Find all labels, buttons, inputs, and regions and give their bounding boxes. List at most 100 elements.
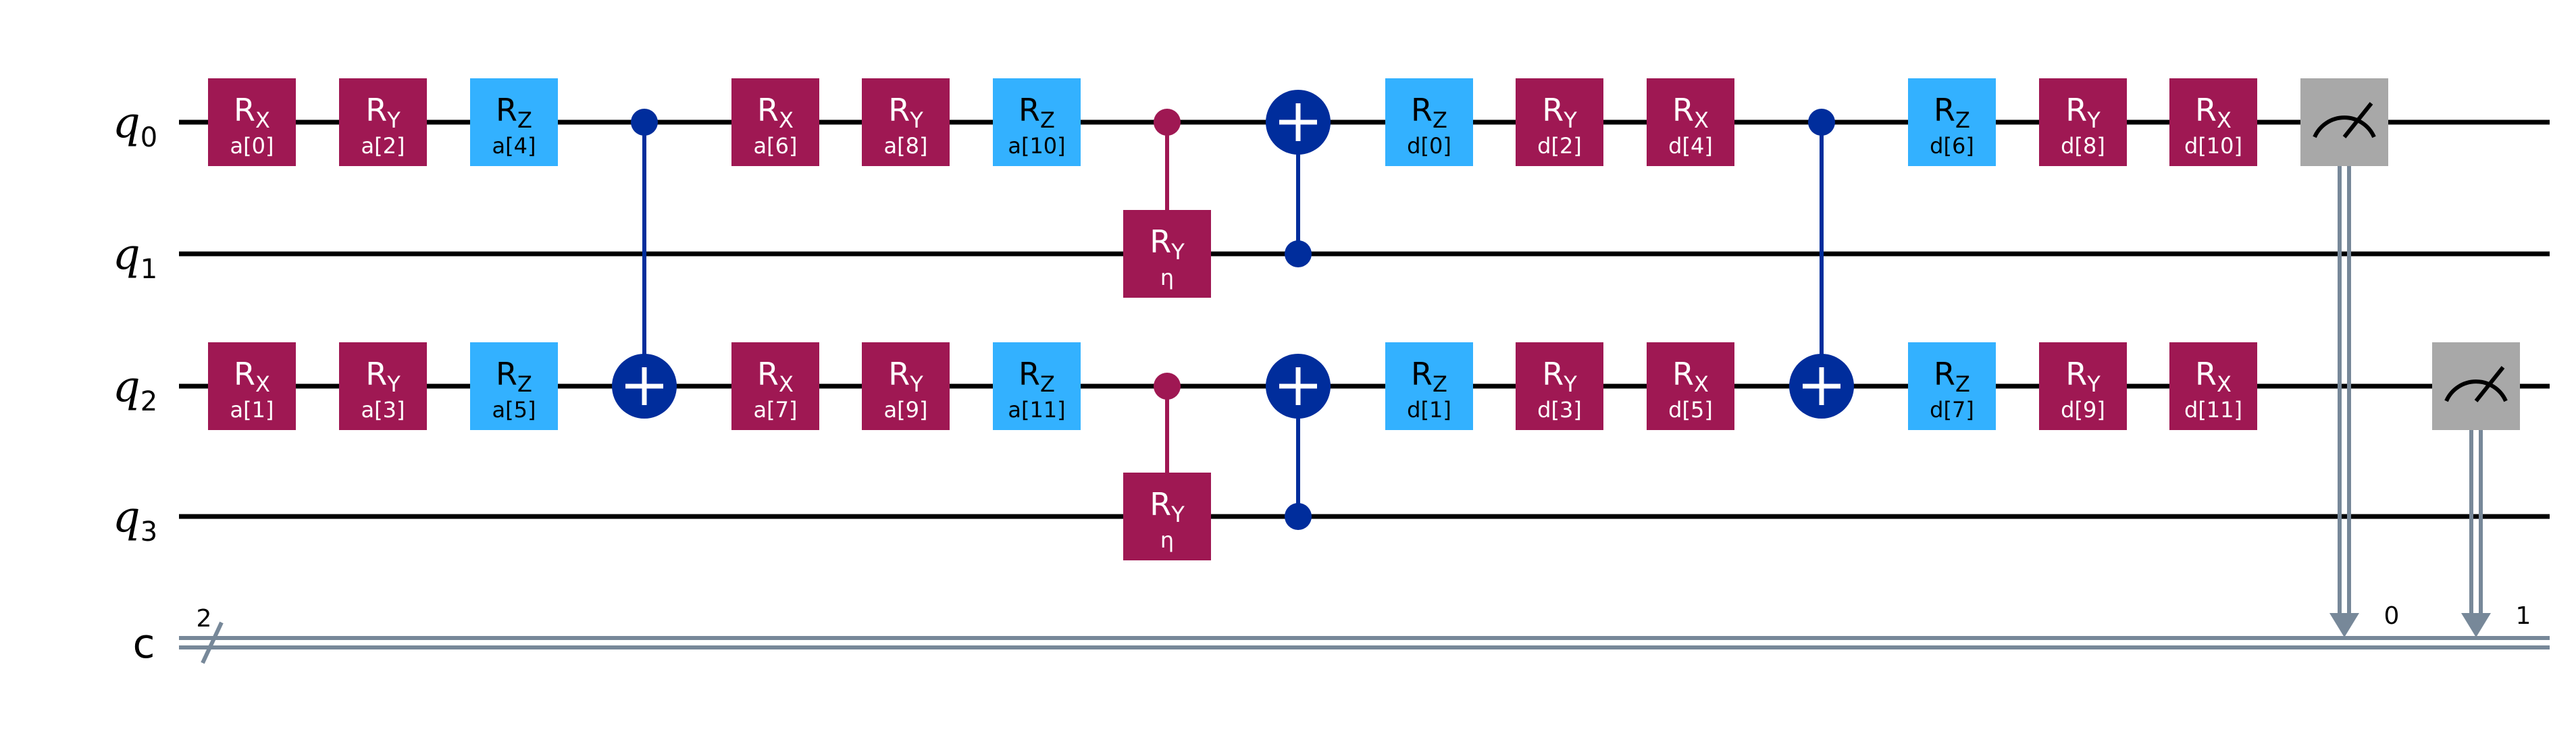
- gate-letter: R: [365, 92, 387, 128]
- controlled-ry-gate: RYη: [1123, 473, 1211, 560]
- gate-letter: R: [1672, 356, 1694, 392]
- register-slash: [201, 621, 224, 664]
- ry-gate: RYd[2]: [1516, 78, 1603, 166]
- gate-letter: R: [1672, 92, 1694, 128]
- gate-box: [339, 78, 427, 166]
- gate-letter: R: [1934, 356, 1955, 392]
- gate-symbol: RX: [2195, 92, 2232, 133]
- gate-box: [993, 342, 1081, 430]
- gate-axis: Z: [1433, 371, 1447, 397]
- ry-gate: RYa[3]: [339, 342, 427, 430]
- classical-register-label: c: [133, 620, 155, 668]
- ry-gate: RYa[9]: [862, 342, 950, 430]
- gate-letter: R: [1019, 92, 1040, 128]
- gate-symbol: RZ: [1411, 92, 1447, 133]
- qubit-name: q: [113, 362, 140, 412]
- gate-letter: R: [234, 92, 255, 128]
- gate-parameter: d[1]: [1407, 397, 1451, 423]
- gate-box: [339, 342, 427, 430]
- gate-letter: R: [1411, 92, 1433, 128]
- gate-parameter: a[4]: [492, 133, 536, 159]
- qubit-label-1: q1: [113, 230, 157, 285]
- gate-symbol: RX: [1672, 92, 1709, 133]
- gate-symbol: RY: [2065, 356, 2101, 397]
- meter-arc-icon: [2444, 379, 2508, 402]
- rz-gate: RZd[7]: [1908, 342, 1996, 430]
- connectors-layer: [642, 122, 2491, 637]
- gate-box: [1908, 78, 1996, 166]
- gate-symbol: RZ: [496, 92, 532, 133]
- gate-axis: Z: [517, 371, 532, 397]
- gate-parameter: a[5]: [492, 397, 536, 423]
- gate-symbol: RY: [888, 356, 923, 397]
- gate-box: [208, 342, 296, 430]
- gate-box: [2169, 342, 2257, 430]
- gate-letter: R: [496, 92, 517, 128]
- qubit-index: 3: [140, 516, 157, 548]
- control-dot: [1154, 373, 1181, 400]
- gate-parameter: a[1]: [230, 397, 274, 423]
- gate-letter: R: [1934, 92, 1955, 128]
- register-size: 2: [197, 605, 212, 633]
- gate-parameter: d[10]: [2184, 133, 2242, 159]
- gate-box: [731, 78, 819, 166]
- gate-axis: Y: [1563, 371, 1577, 397]
- gate-parameter: η: [1160, 527, 1174, 553]
- rx-gate: RXa[0]: [208, 78, 296, 166]
- gate-axis: Y: [909, 107, 923, 133]
- gate-letter: R: [1542, 92, 1564, 128]
- measure-gate: [2300, 78, 2388, 166]
- gate-letter: R: [1411, 356, 1433, 392]
- gate-box: [470, 342, 558, 430]
- gate-symbol: RZ: [1934, 92, 1970, 133]
- gate-parameter: d[11]: [2184, 397, 2242, 423]
- qubit-name: q: [113, 492, 140, 542]
- gate-axis: X: [779, 371, 794, 397]
- gate-axis: Y: [2086, 107, 2101, 133]
- rz-gate: RZa[10]: [993, 78, 1081, 166]
- gate-box: [1123, 473, 1211, 560]
- gate-symbol: RZ: [1019, 356, 1055, 397]
- gate-parameter: d[5]: [1668, 397, 1713, 423]
- gate-box: [1516, 342, 1603, 430]
- rx-gate: RXa[7]: [731, 342, 819, 430]
- gate-letter: R: [757, 92, 779, 128]
- gate-parameter: d[9]: [2061, 397, 2105, 423]
- gate-parameter: d[3]: [1537, 397, 1582, 423]
- gate-letter: R: [365, 356, 387, 392]
- gate-axis: Y: [909, 371, 923, 397]
- gate-axis: X: [1694, 371, 1709, 397]
- ry-gate: RYd[3]: [1516, 342, 1603, 430]
- clbit-index-label: 0: [2384, 602, 2400, 630]
- gate-box: [2039, 342, 2127, 430]
- rx-gate: RXd[11]: [2169, 342, 2257, 430]
- gate-parameter: a[9]: [884, 397, 928, 423]
- rz-gate: RZd[6]: [1908, 78, 1996, 166]
- qubit-index: 2: [140, 386, 157, 417]
- gate-box: [208, 78, 296, 166]
- gate-symbol: RY: [1150, 486, 1185, 527]
- measure-box: [2300, 78, 2388, 166]
- gate-axis: Y: [1563, 107, 1577, 133]
- gate-symbol: RY: [365, 356, 401, 397]
- gate-parameter: η: [1160, 265, 1174, 290]
- gate-parameter: a[10]: [1008, 133, 1065, 159]
- gate-symbol: RX: [234, 356, 270, 397]
- gate-parameter: d[8]: [2061, 133, 2105, 159]
- cx-target: [1266, 90, 1331, 155]
- gate-box: [470, 78, 558, 166]
- rz-gate: RZa[11]: [993, 342, 1081, 430]
- gate-letter: R: [888, 356, 910, 392]
- gate-parameter: a[0]: [230, 133, 274, 159]
- clbit-index-label: 1: [2516, 602, 2531, 630]
- measure-box: [2432, 342, 2520, 430]
- gate-box: [1385, 342, 1473, 430]
- gate-symbol: RZ: [1019, 92, 1055, 133]
- gate-box: [862, 342, 950, 430]
- wires-layer: [179, 119, 2550, 664]
- gate-letter: R: [1542, 356, 1564, 392]
- gate-parameter: d[6]: [1930, 133, 1974, 159]
- gate-box: [1385, 78, 1473, 166]
- gate-letter: R: [757, 356, 779, 392]
